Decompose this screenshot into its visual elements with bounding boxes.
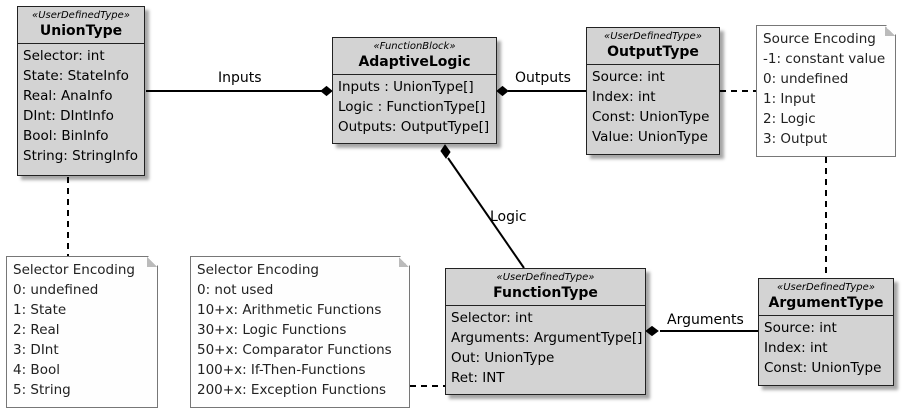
note-line: 1: Input (763, 91, 816, 107)
selector-encoding-basic-note[interactable]: Selector Encoding 0: undefined 1: State … (6, 256, 158, 408)
outputs-relation-label: Outputs (515, 70, 571, 86)
note-line: 50+x: Comparator Functions (197, 342, 392, 358)
argument-type-name: ArgumentType (759, 294, 893, 316)
note-line: 0: undefined (13, 282, 99, 298)
adaptive-logic-attribute: Inputs : UnionType[] (338, 79, 474, 95)
union-type-attribute: Bool: BinInfo (23, 128, 109, 144)
union-type-attribute: Selector: int (23, 48, 105, 64)
note-line: 100+x: If-Then-Functions (197, 362, 366, 378)
function-type-attribute: Selector: int (451, 310, 533, 326)
composition-diamond-outputs (496, 85, 509, 97)
output-type-attribute: Value: UnionType (592, 129, 708, 145)
note-fold-corner (399, 257, 409, 267)
adaptive-logic-class[interactable]: «FunctionBlock» AdaptiveLogic Inputs : U… (332, 37, 497, 144)
note-line: 30+x: Logic Functions (197, 322, 347, 338)
union-type-attributes: Selector: int State: StateInfo Real: Ana… (18, 44, 144, 168)
argument-type-attributes: Source: int Index: int Const: UnionType (759, 316, 893, 380)
output-type-class[interactable]: «UserDefinedType» OutputType Source: int… (586, 27, 720, 155)
note-line: 0: not used (197, 282, 274, 298)
function-type-stereotype: «UserDefinedType» (496, 272, 595, 283)
note-fold-corner (147, 257, 157, 267)
adaptive-logic-attributes: Inputs : UnionType[] Logic : FunctionTyp… (333, 75, 496, 139)
argument-type-class[interactable]: «UserDefinedType» ArgumentType Source: i… (758, 278, 894, 386)
logic-relation-label: Logic (490, 209, 527, 225)
logic-association-line (447, 157, 525, 269)
composition-diamond-logic (440, 144, 451, 159)
note-line: Source Encoding (763, 31, 876, 47)
selector-encoding-functions-note[interactable]: Selector Encoding 0: not used 10+x: Arit… (190, 256, 410, 408)
adaptive-logic-attribute: Outputs: OutputType[] (338, 119, 490, 135)
argument-type-stereotype: «UserDefinedType» (777, 282, 875, 293)
note-line: 200+x: Exception Functions (197, 382, 387, 398)
arguments-relation-label: Arguments (667, 312, 744, 328)
note-line: 2: Logic (763, 111, 816, 127)
adaptive-logic-name: AdaptiveLogic (333, 53, 496, 75)
argument-type-attribute: Source: int (764, 320, 837, 336)
function-type-attribute: Arguments: ArgumentType[] (451, 330, 643, 346)
argument-type-attribute: Const: UnionType (764, 360, 882, 376)
note-line: Selector Encoding (197, 262, 319, 278)
composition-diamond-arguments (645, 325, 659, 337)
output-type-attribute: Source: int (592, 69, 665, 85)
note-line: 0: undefined (763, 71, 849, 87)
union-type-stereotype: «UserDefinedType» (32, 10, 130, 21)
function-type-attribute: Ret: INT (451, 370, 505, 386)
union-type-attribute: State: StateInfo (23, 68, 129, 84)
output-type-name: OutputType (587, 43, 719, 65)
function-type-attribute: Out: UnionType (451, 350, 555, 366)
union-type-attribute: String: StringInfo (23, 148, 138, 164)
function-type-name: FunctionType (446, 284, 645, 306)
note-line: 3: DInt (13, 342, 59, 358)
adaptive-logic-attribute: Logic : FunctionType[] (338, 99, 486, 115)
note-line: 4: Bool (13, 362, 60, 378)
note-line: Selector Encoding (13, 262, 135, 278)
output-type-stereotype: «UserDefinedType» (604, 31, 702, 42)
note-line: -1: constant value (763, 51, 886, 67)
union-type-attribute: Real: AnaInfo (23, 88, 113, 104)
note-line: 2: Real (13, 322, 60, 338)
union-type-class[interactable]: «UserDefinedType» UnionType Selector: in… (17, 6, 145, 176)
note-line: 10+x: Arithmetic Functions (197, 302, 382, 318)
output-type-attributes: Source: int Index: int Const: UnionType … (587, 65, 719, 149)
union-type-attribute: DInt: DIntInfo (23, 108, 114, 124)
source-encoding-note[interactable]: Source Encoding -1: constant value 0: un… (756, 25, 896, 157)
inputs-relation-label: Inputs (218, 70, 262, 86)
composition-diamond-inputs (320, 85, 333, 97)
output-type-attribute: Const: UnionType (592, 109, 710, 125)
union-type-name: UnionType (18, 22, 144, 44)
function-type-class[interactable]: «UserDefinedType» FunctionType Selector:… (445, 268, 646, 395)
argument-type-attribute: Index: int (764, 340, 828, 356)
adaptive-logic-stereotype: «FunctionBlock» (373, 41, 456, 52)
function-type-attributes: Selector: int Arguments: ArgumentType[] … (446, 306, 645, 390)
note-line: 3: Output (763, 131, 828, 147)
note-line: 1: State (13, 302, 67, 318)
output-type-attribute: Index: int (592, 89, 656, 105)
note-fold-corner (885, 26, 895, 36)
note-line: 5: String (13, 382, 71, 398)
